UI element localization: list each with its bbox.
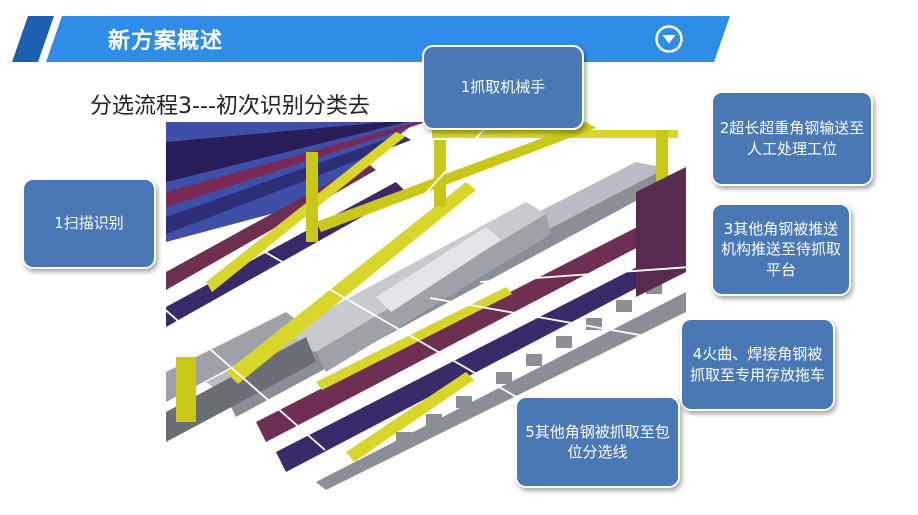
callout-sort-line-text: 5其他角钢被抓取至包位分选线 (525, 422, 670, 461)
callout-push-text: 3其他角钢被推送机构推送至待抓取平台 (720, 220, 841, 279)
callout-sort-line: 5其他角钢被抓取至包位分选线 (515, 396, 680, 488)
process-subtitle: 分选流程3---初次识别分类去 (90, 94, 370, 119)
callout-push: 3其他角钢被推送机构推送至待抓取平台 (711, 203, 851, 296)
callout-overlong: 2超长超重角钢输送至人工处理工位 (711, 91, 873, 186)
chevron-down-circle-icon[interactable] (654, 24, 684, 54)
callout-scan: 1扫描识别 (22, 178, 156, 269)
callout-scan-text: 1扫描识别 (54, 214, 124, 233)
callout-gripper-text: 1抓取机械手 (460, 78, 546, 97)
callout-overlong-text: 2超长超重角钢输送至人工处理工位 (719, 119, 865, 158)
callout-fire-bent-text: 4火曲、焊接角钢被抓取至专用存放拖车 (689, 345, 825, 384)
callout-fire-bent: 4火曲、焊接角钢被抓取至专用存放拖车 (680, 318, 835, 411)
page-title: 新方案概述 (108, 29, 224, 54)
callout-gripper: 1抓取机械手 (422, 45, 584, 130)
